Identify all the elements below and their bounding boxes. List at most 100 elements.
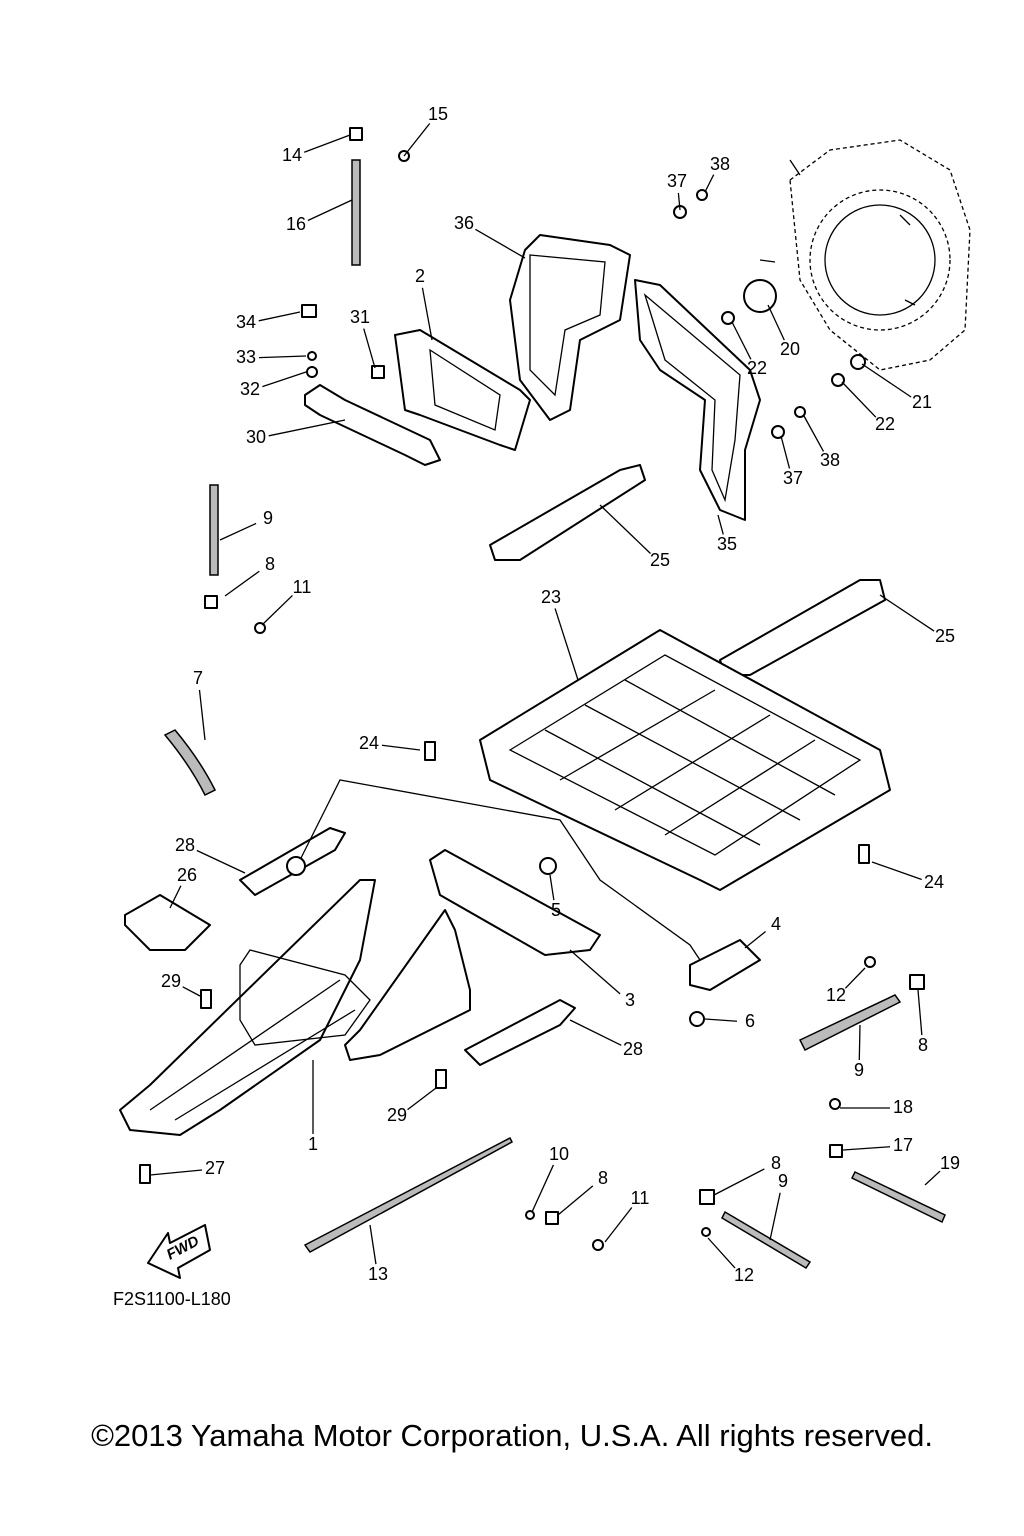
callout-29: 29 [387,1105,407,1125]
callout-18: 18 [893,1097,913,1117]
callout-26: 26 [177,865,197,885]
callout-4: 4 [771,914,781,934]
leader-line [569,949,621,995]
cable-tie-16 [351,159,361,266]
leader-line [767,304,785,341]
callout-17: 17 [893,1135,913,1155]
cable-tie-13 [303,1136,513,1253]
leader-line [381,744,421,751]
cable-tie-9a [209,484,219,576]
leader-line [858,1024,861,1061]
leader-line [531,1164,555,1213]
leader-line [780,435,791,469]
leader-line [407,1087,437,1111]
ride-plate-1 [119,879,376,1136]
plate-28b [464,999,576,1066]
leader-line [219,522,257,541]
leader-line [842,1146,891,1151]
leader-line [924,1170,941,1186]
leader-line [182,986,201,997]
callout-24: 24 [924,872,944,892]
callout-31: 31 [350,307,370,327]
leader-line [369,1224,377,1265]
callout-24: 24 [359,733,379,753]
intake-grate-23 [479,629,891,891]
cable-tie-7 [163,729,217,797]
leader-line [871,861,922,881]
leader-line [149,1169,203,1176]
leader-line [224,570,260,597]
fin-1b [344,909,471,1061]
callout-16: 16 [286,214,306,234]
fwd-arrow: FWD [147,1224,211,1279]
callout-30: 30 [246,427,266,447]
leader-line [169,885,182,909]
leader-line [303,134,351,153]
leader-line [196,849,246,874]
callout-22: 22 [747,358,767,378]
leader-line [879,594,935,632]
leader-line [421,287,433,341]
leader-line [363,328,376,369]
callout-9: 9 [263,508,273,528]
leader-line [717,514,724,535]
drawing-code: F2S1100-L180 [113,1289,231,1309]
leader-line [731,321,752,360]
callout-11: 11 [293,577,312,597]
callout-28: 28 [175,835,195,855]
rail-25b [719,579,886,676]
callout-10: 10 [549,1144,569,1164]
leader-line [268,419,346,437]
callout-9: 9 [778,1171,788,1191]
callout-8: 8 [265,554,275,574]
leader-line [704,174,715,193]
callout-15: 15 [428,104,448,124]
callout-32: 32 [240,379,260,399]
callout-14: 14 [282,145,302,165]
leader-line [713,1168,765,1196]
callout-12: 12 [826,985,846,1005]
fasteners [139,127,925,1251]
plate-35 [634,279,761,521]
leader-line [557,1185,594,1216]
leader-line [803,415,825,452]
leader-line [549,874,555,901]
callout-13: 13 [368,1264,388,1284]
callout-34: 34 [236,312,256,332]
callout-25: 25 [650,550,670,570]
callout-23: 23 [541,587,561,607]
callout-5: 5 [551,900,561,920]
cover-26 [124,894,211,951]
leader-line [769,1192,781,1241]
leader-line [704,1018,738,1022]
callout-33: 33 [236,347,256,367]
strainer-3 [429,849,601,956]
callout-7: 7 [193,668,203,688]
callout-2: 2 [415,266,425,286]
callout-37: 37 [783,468,803,488]
leader-line [841,381,877,418]
rail-25a [489,464,646,561]
callout-36: 36 [454,213,474,233]
bracket-30 [304,384,441,466]
leader-line [707,1237,736,1269]
leader-line [917,989,923,1036]
callout-12: 12 [734,1265,754,1285]
leader-line [261,595,293,626]
callout-8: 8 [598,1168,608,1188]
bracket-4 [689,939,761,991]
callout-37: 37 [667,171,687,191]
callout-35: 35 [717,534,737,554]
leader-line [844,967,866,989]
callout-3: 3 [625,990,635,1010]
grommet-5 [539,857,557,875]
callout-19: 19 [940,1153,960,1173]
callout-11: 11 [631,1188,650,1208]
callout-8: 8 [771,1153,781,1173]
callout-28: 28 [623,1039,643,1059]
leader-line [262,371,307,388]
callout-21: 21 [912,392,932,412]
leader-line [861,363,912,398]
cable-tie-9c [721,1210,812,1270]
